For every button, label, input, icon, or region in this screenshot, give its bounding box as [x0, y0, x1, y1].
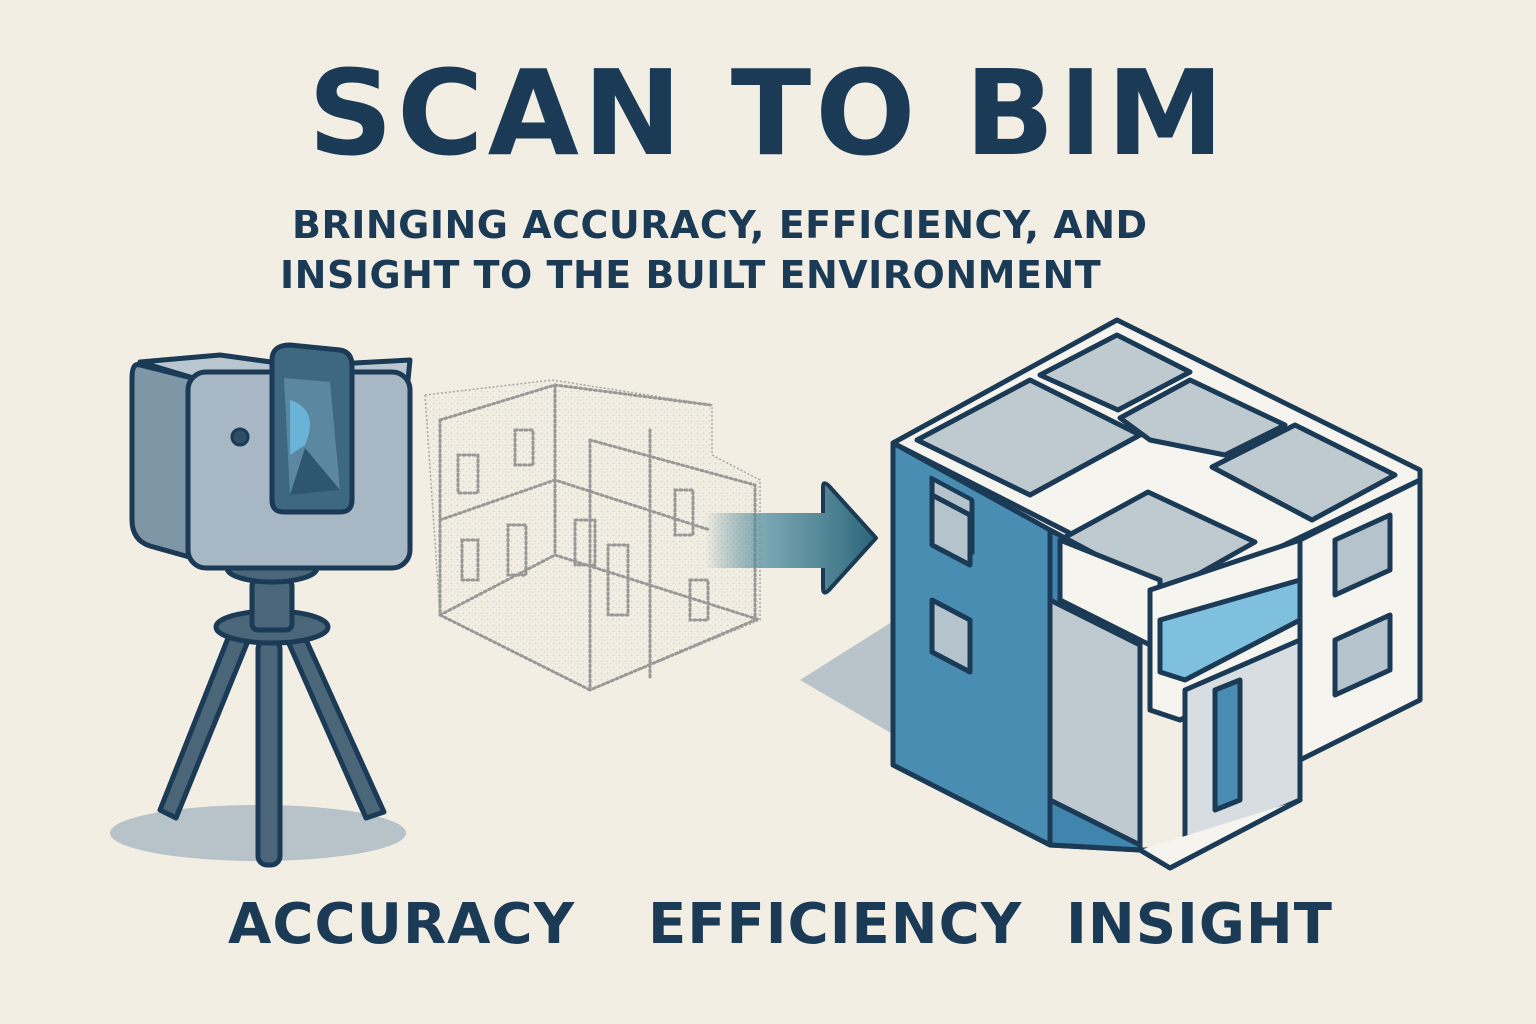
subtitle-line-2: INSIGHT TO THE BUILT ENVIRONMENT	[280, 253, 1102, 297]
arrow-right-icon	[705, 481, 878, 595]
subtitle-line-1: BRINGING ACCURACY, EFFICIENCY, AND	[292, 203, 1148, 247]
label-accuracy: ACCURACY	[228, 892, 576, 957]
bim-building-model-icon	[800, 317, 1423, 871]
label-insight: INSIGHT	[1066, 892, 1333, 957]
label-efficiency: EFFICIENCY	[648, 892, 1023, 957]
page-title: SCAN TO BIM	[308, 44, 1228, 182]
laser-scanner-icon	[110, 342, 413, 868]
subtitle: BRINGING ACCURACY, EFFICIENCY, AND INSIG…	[280, 200, 1220, 300]
